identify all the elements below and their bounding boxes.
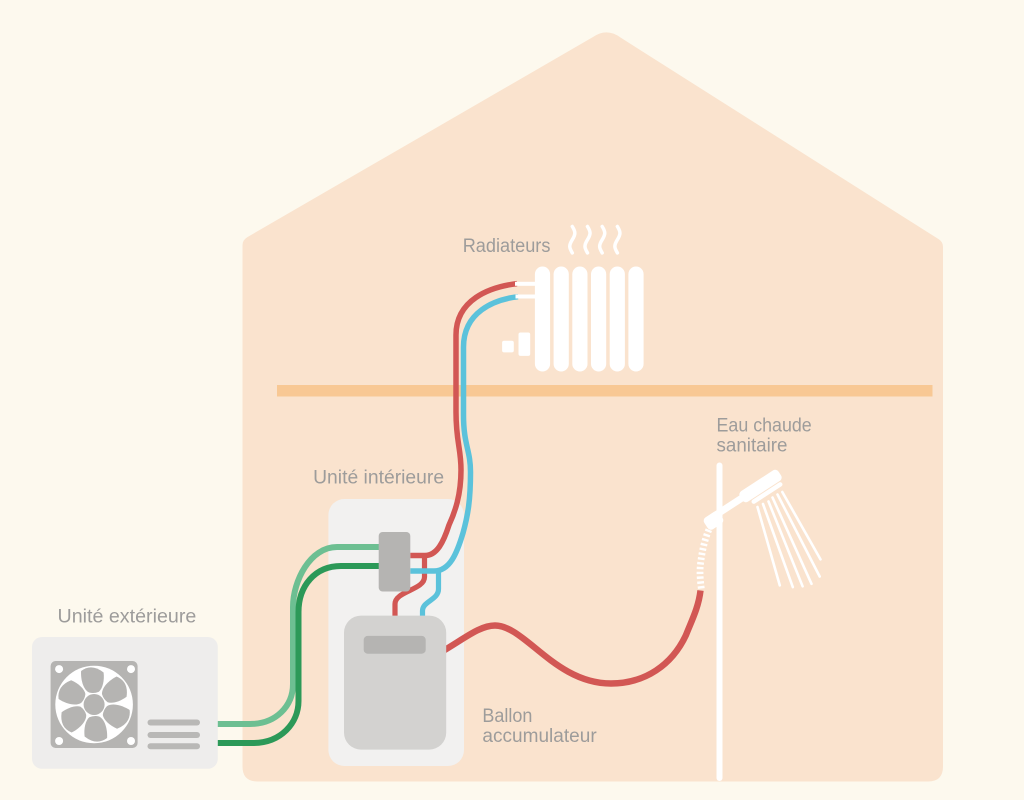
svg-text:Unité intérieure: Unité intérieure (313, 467, 444, 488)
svg-text:Eau chaude: Eau chaude (717, 416, 812, 437)
svg-text:sanitaire: sanitaire (717, 436, 788, 457)
svg-text:Ballon: Ballon (482, 706, 532, 727)
svg-text:Unité extérieure: Unité extérieure (58, 607, 197, 628)
svg-text:accumulateur: accumulateur (482, 726, 597, 747)
svg-text:Radiateurs: Radiateurs (463, 236, 551, 257)
